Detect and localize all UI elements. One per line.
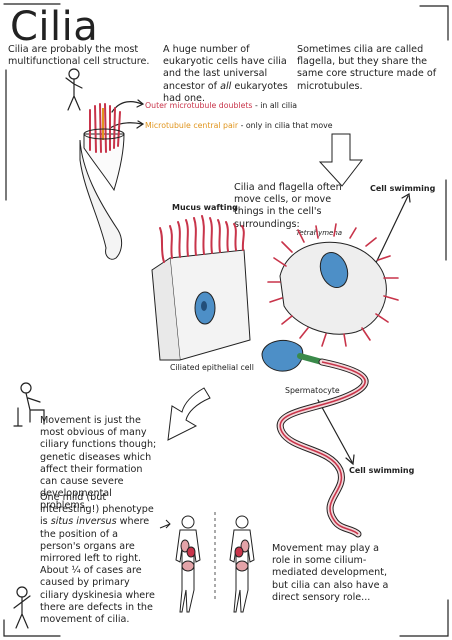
- sensory-text: Movement may play a role in some cilium-…: [272, 543, 389, 603]
- mucus-wafting-label: Mucus wafting: [172, 203, 238, 212]
- down-arrow-top: [318, 133, 364, 187]
- epithelial-cell-illustration: [151, 215, 251, 361]
- flagella-text: Sometimes cilia are called flagella, but…: [297, 44, 437, 92]
- border-corners: [3, 3, 449, 637]
- cell-swimming-bottom-label: Cell swimming: [349, 466, 415, 475]
- move-text: Cilia and flagella often move cells, or …: [234, 182, 342, 230]
- situs-inversus-text: One mild (but interesting!) phenotype is…: [40, 492, 155, 626]
- epithelial-label: Ciliated epithelial cell: [170, 363, 254, 372]
- cilium-basal-body-illustration: [79, 103, 125, 260]
- movement-text: Movement is just the most obvious of man…: [40, 415, 157, 512]
- stick-figure-top: [65, 68, 83, 111]
- tetrahymena-illustration: [267, 223, 399, 347]
- tetrahymena-label: Tetrahymena: [296, 229, 343, 237]
- intro-text: Cilia are probably the most multifunctio…: [8, 44, 150, 68]
- human-figure-right: [229, 515, 255, 613]
- spermatocyte-illustration: [261, 339, 369, 538]
- cell-swimming-top-label: Cell swimming: [370, 184, 436, 193]
- situs-arrow: [159, 519, 171, 529]
- ancestor-text: A huge number of eukaryotic cells have c…: [163, 44, 288, 104]
- stick-figure-bottom: [13, 586, 31, 629]
- human-figure-left: [175, 515, 201, 613]
- left-arrow-middle: [167, 387, 211, 441]
- stick-figure-sitting: [13, 382, 45, 427]
- arrow-central: [109, 122, 143, 129]
- central-pair-label: Microtubule central pair - only in cilia…: [145, 121, 333, 130]
- spermatocyte-label: Spermatocyte: [285, 386, 340, 395]
- swim-arrow-bottom: [317, 399, 353, 463]
- page-title: Cilia: [10, 4, 99, 50]
- outer-doublets-label: Outer microtubule doublets - in all cili…: [145, 101, 298, 110]
